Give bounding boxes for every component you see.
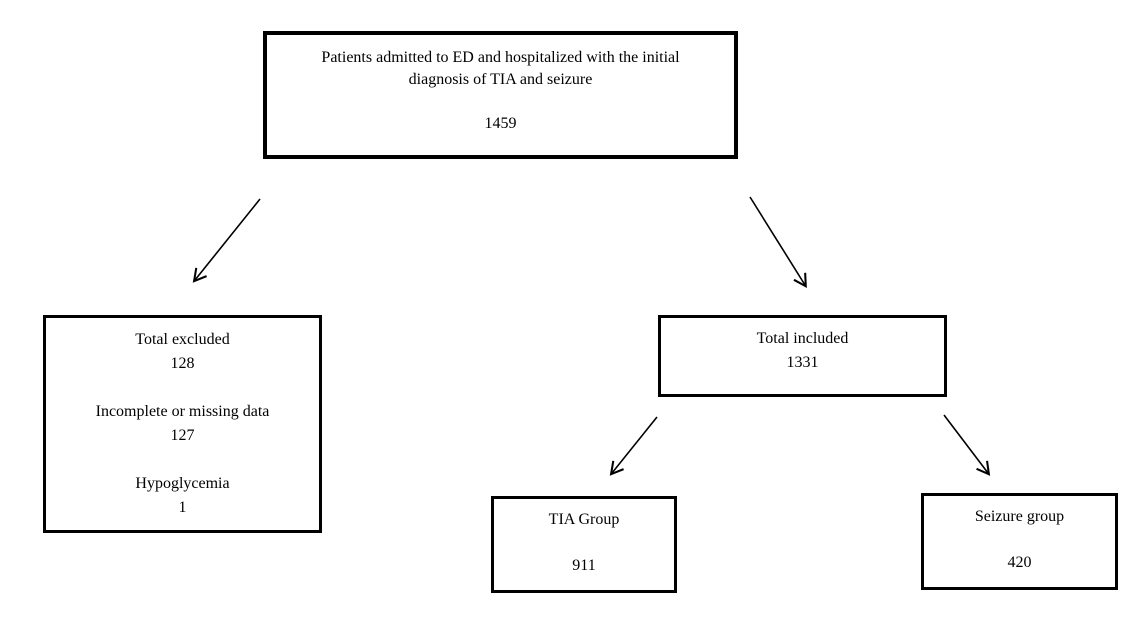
box-source-population: Patients admitted to ED and hospitalized… [263,31,738,159]
box-tia-group: TIA Group 911 [491,496,677,593]
seizure-group-count: 420 [1007,554,1032,571]
box-seizure-group: Seizure group 420 [921,493,1118,590]
tia-group-count: 911 [572,557,596,574]
arrow-included-to-seizure [943,414,991,476]
spacer [46,376,319,400]
excluded-title: Total excluded [135,331,230,348]
excluded-reason-count: 127 [170,427,195,444]
seizure-group-title: Seizure group [974,508,1065,525]
box-total-included: Total included 1331 [658,315,947,397]
spacer [46,448,319,472]
source-population-label: Patients admitted to ED and hospitalized… [321,49,680,88]
spacer [295,91,706,113]
box-total-excluded: Total excluded 128 Incomplete or missing… [43,315,322,533]
spacer [494,532,674,554]
arrow-included-to-tia [609,416,658,476]
excluded-reason-label: Incomplete or missing data [95,403,270,420]
excluded-reason-count: 1 [178,499,187,516]
spacer [924,529,1115,551]
tia-group-title: TIA Group [548,511,620,528]
excluded-count: 128 [170,355,195,372]
included-count: 1331 [786,354,819,371]
included-title: Total included [756,330,849,347]
source-population-count: 1459 [484,115,517,132]
arrow-source-to-included [749,196,807,289]
excluded-reason-label: Hypoglycemia [135,475,230,492]
arrow-source-to-excluded [192,198,261,283]
